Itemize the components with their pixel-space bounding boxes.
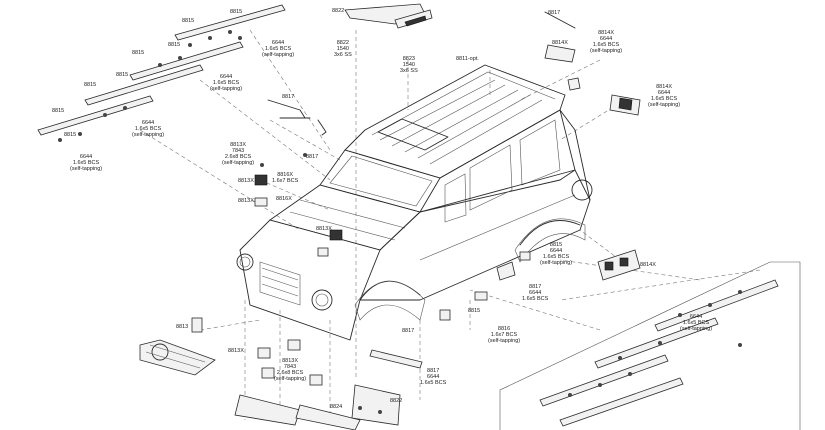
part-label-8815: 8815 [132,50,145,56]
part-label-8817: 8817 [282,94,295,100]
part-label-8813: 8813 [176,324,189,330]
part-label-8813x: 8813X [238,198,254,204]
part-label-8817: 8817 [402,328,415,334]
part-label-8816x: 8816X [276,196,292,202]
part-label-8813x: 8813X [238,178,254,184]
part-label-8815: 8815 [168,42,181,48]
part-label-8811: 8811-opt. [456,56,479,62]
part-label-8815: 8815 [84,82,97,88]
part-label-8813x: 8813X [316,226,332,232]
part-label-8824: 8824 [330,404,343,410]
part-label-8815: 8815 [52,108,65,114]
part-label-8815: 8815 [230,9,243,15]
roof-light-bar-part [344,3,433,29]
vehicle-body [236,64,593,341]
part-label-8822: 8822 [390,398,403,404]
small-parts-top-right [544,11,641,116]
part-label-8815: 8815 [64,132,77,138]
part-label-8814x: 8814X [640,262,656,268]
running-board-parts-right [539,279,779,427]
part-label-8817: 8817 [306,154,319,160]
lower-front-parts [191,317,423,430]
wiper-parts [267,99,327,136]
part-label-8815: 8815 [468,308,481,314]
right-group-frame [499,261,801,430]
part-label-8817: 8817 [548,10,561,16]
hood-small-parts [254,153,343,257]
part-label-8813x: 8813X [228,348,244,354]
right-mid-parts [439,249,641,321]
part-label-8815: 8815 [182,18,195,24]
roof-rail-parts-left [37,4,286,142]
part-label-8814x: 8814X [552,40,568,46]
front-grille-part [139,339,216,376]
part-label-8815: 8815 [116,72,129,78]
part-label-8822: 8822 [332,8,345,14]
